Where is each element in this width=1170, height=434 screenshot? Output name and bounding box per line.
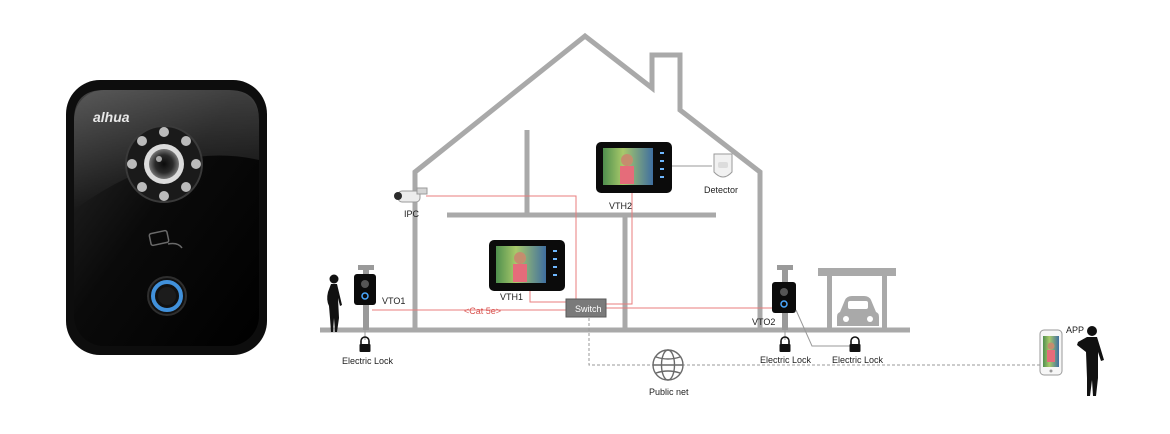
vto2-label: VTO2 (752, 317, 775, 327)
public-net-link (588, 318, 1040, 366)
vto2-post (772, 265, 796, 330)
call-button[interactable] (147, 276, 187, 316)
camera-module (125, 125, 203, 203)
vto1-label: VTO1 (382, 296, 405, 306)
lock-icon-mid (779, 336, 791, 352)
ipc-camera (394, 187, 428, 203)
switch-label: Switch (575, 304, 602, 314)
garage (818, 268, 896, 330)
lock-label-mid: Electric Lock (760, 355, 812, 365)
smartphone-app (1039, 329, 1063, 376)
detector-sensor (713, 153, 733, 178)
house-interior (320, 130, 910, 333)
app-label: APP (1066, 325, 1084, 335)
vth1-monitor (489, 240, 565, 291)
vth2-label: VTH2 (609, 201, 632, 211)
card-reader-icon (148, 229, 183, 249)
ipc-label: IPC (404, 209, 420, 219)
car-icon (837, 296, 879, 326)
globe-icon (652, 349, 684, 381)
vto1-post (354, 265, 376, 330)
camera-lens (149, 149, 179, 179)
detector-label: Detector (704, 185, 738, 195)
cable-label: <Cat 5e> (464, 306, 501, 316)
lock-icon-left (359, 336, 371, 352)
door-station-product: alhua (66, 80, 267, 355)
vth1-label: VTH1 (500, 292, 523, 302)
lock-icon-right (849, 336, 861, 352)
lock-label-left: Electric Lock (342, 356, 394, 366)
cat5e-cabling (372, 185, 785, 311)
lock-label-right: Electric Lock (832, 355, 884, 365)
ir-led-ring (127, 127, 201, 201)
house-outline (412, 32, 763, 330)
public-net-label: Public net (649, 387, 689, 397)
user-silhouette (1077, 326, 1104, 396)
brand-logo: alhua (93, 109, 130, 125)
network-switch: Switch (565, 298, 607, 318)
vth2-monitor (596, 142, 672, 193)
visitor-silhouette (327, 274, 342, 332)
